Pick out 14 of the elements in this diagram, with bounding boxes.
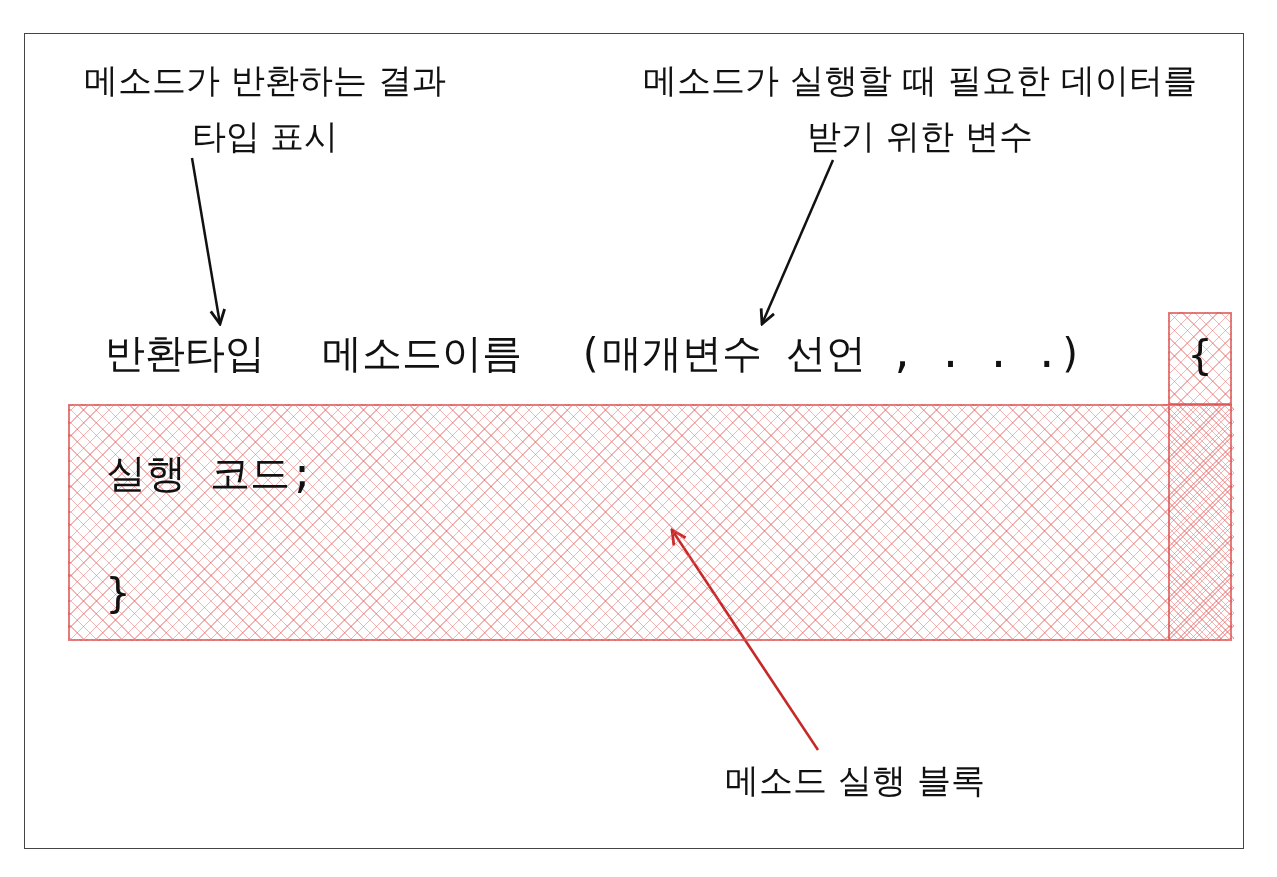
hatched-code-block — [68, 404, 1232, 641]
code-text: } — [106, 569, 131, 618]
hatched-highlight — [1168, 312, 1232, 405]
annotation-text: 메소드가 실행할 때 필요한 데이터를 받기 위한 변수 — [620, 52, 1220, 164]
code-text: 실행 코드; — [106, 449, 315, 498]
leader-arrow — [670, 528, 820, 751]
code-text: 반환타입 — [105, 328, 265, 378]
annotation-text: 메소드가 반환하는 결과 타입 표시 — [60, 52, 470, 164]
code-text: (매개변수 선언 , . . .) — [578, 328, 1083, 378]
leader-arrow — [759, 159, 835, 326]
code-text: { — [1188, 331, 1213, 380]
annotation-text: 메소드 실행 블록 — [670, 752, 1040, 808]
leader-arrow — [190, 157, 226, 326]
code-text: 메소드이름 — [322, 329, 522, 378]
